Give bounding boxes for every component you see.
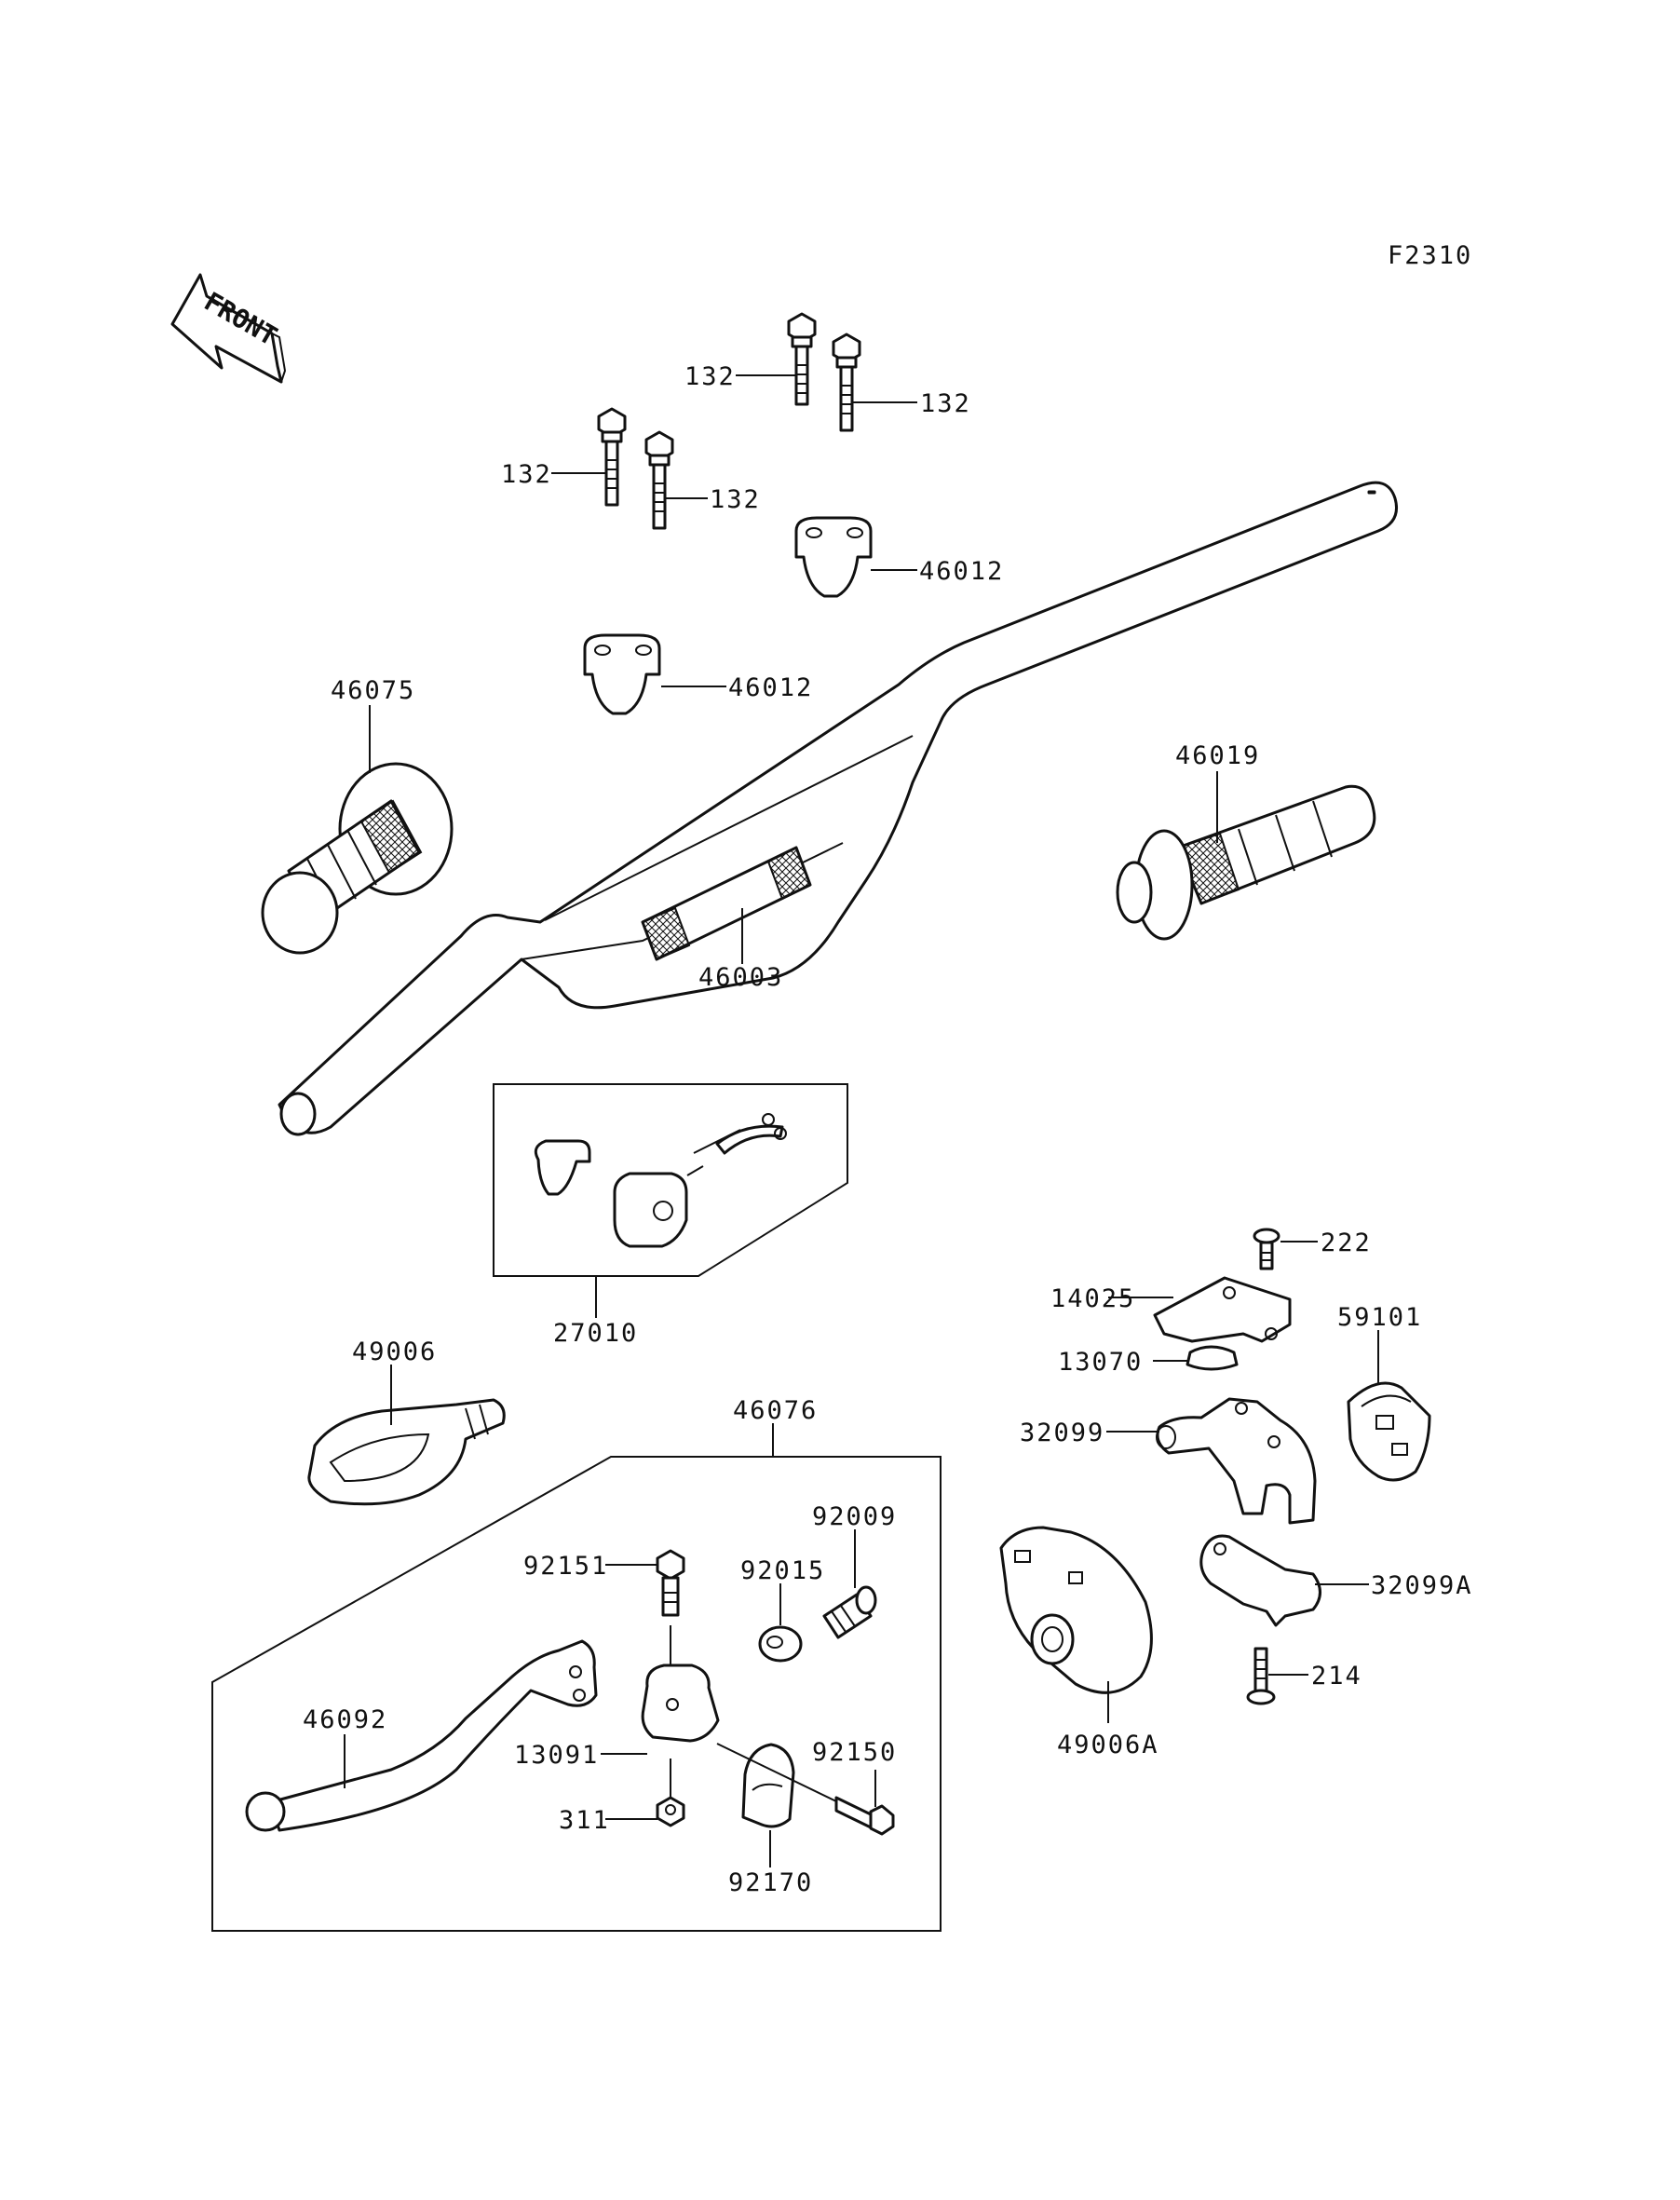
label-27010: 27010 <box>553 1319 638 1348</box>
right-grip-icon <box>1116 784 1376 941</box>
label-14025: 14025 <box>1050 1284 1135 1313</box>
bolt-icon <box>597 407 627 507</box>
throttle-cover-icon <box>999 1526 1153 1694</box>
lever-assembly-frame <box>211 1456 942 1932</box>
bolt-icon <box>656 1549 685 1617</box>
screw-icon <box>1246 1647 1276 1705</box>
label-132-b: 132 <box>920 389 971 418</box>
label-32099A: 32099A <box>1371 1571 1473 1600</box>
bolt-icon <box>716 1743 895 1836</box>
bolt-icon <box>832 333 861 432</box>
handlebar-icon <box>278 481 1398 1136</box>
throttle-plate-icon <box>1153 1276 1292 1343</box>
lever-clamp-icon <box>741 1743 795 1828</box>
cable-clip-icon <box>1185 1345 1239 1371</box>
bolt-icon <box>787 312 817 406</box>
label-132-c: 132 <box>501 460 552 489</box>
label-92170: 92170 <box>728 1868 813 1897</box>
label-46012-upper: 46012 <box>919 557 1004 586</box>
diagram-code: F2310 <box>1388 241 1472 270</box>
left-grip-icon <box>261 762 454 955</box>
switch-assembly-frame <box>493 1083 848 1277</box>
adjuster-nut-icon <box>758 1625 803 1663</box>
label-46075: 46075 <box>331 676 415 705</box>
label-92015: 92015 <box>740 1556 825 1585</box>
label-132-a: 132 <box>684 362 736 391</box>
throttle-housing-lower-icon <box>1199 1534 1321 1627</box>
bolt-icon <box>644 430 674 530</box>
label-59101: 59101 <box>1337 1303 1422 1332</box>
label-214: 214 <box>1311 1662 1362 1691</box>
label-49006: 49006 <box>352 1338 437 1366</box>
label-46019: 46019 <box>1175 741 1260 770</box>
handlebar-clamp-icon <box>583 633 661 715</box>
label-46003: 46003 <box>698 963 783 992</box>
front-arrow-icon: FRONT <box>170 273 287 384</box>
handlebar-clamp-icon <box>794 516 873 598</box>
screw-icon <box>1253 1228 1280 1270</box>
cable-adjuster-icon <box>822 1585 877 1639</box>
label-92009: 92009 <box>812 1502 897 1531</box>
label-32099: 32099 <box>1020 1419 1104 1447</box>
throttle-cap-icon <box>1347 1381 1431 1482</box>
lever-cover-icon <box>307 1398 506 1506</box>
label-311: 311 <box>559 1806 610 1835</box>
label-132-d: 132 <box>710 485 761 514</box>
lever-holder-icon <box>641 1664 720 1743</box>
nut-icon <box>656 1796 685 1827</box>
label-222: 222 <box>1321 1229 1372 1257</box>
label-46076: 46076 <box>733 1396 818 1425</box>
label-46012-lower: 46012 <box>728 673 813 702</box>
engine-stop-switch-icon <box>534 1113 787 1248</box>
throttle-housing-upper-icon <box>1156 1397 1317 1525</box>
label-92150: 92150 <box>812 1738 897 1767</box>
label-92151: 92151 <box>523 1552 608 1581</box>
label-49006A: 49006A <box>1057 1731 1159 1759</box>
clutch-lever-icon <box>245 1639 598 1832</box>
label-46092: 46092 <box>303 1705 387 1734</box>
label-13091: 13091 <box>514 1741 599 1770</box>
label-13070: 13070 <box>1058 1348 1143 1377</box>
